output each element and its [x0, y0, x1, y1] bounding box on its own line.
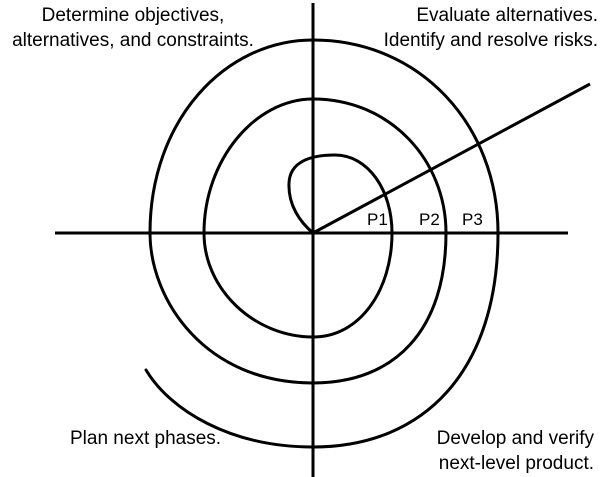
quadrant-label-top-right: Evaluate alternatives. Identify and reso…	[338, 3, 598, 53]
objectives-line-2: alternatives, and constraints.	[12, 30, 254, 51]
diagonal-ray	[312, 82, 591, 235]
phase-label-p2: P2	[419, 210, 440, 229]
plan-line-1: Plan next phases.	[70, 428, 222, 449]
objectives-line-1: Determine objectives,	[41, 5, 225, 26]
develop-line-2: next-level product.	[438, 453, 594, 474]
quadrant-label-top-left: Determine objectives, alternatives, and …	[2, 3, 264, 53]
phase-label-p3: P3	[462, 210, 483, 229]
quadrant-label-bottom-left: Plan next phases.	[70, 426, 221, 451]
spiral-curve	[144, 38, 500, 449]
develop-line-1: Develop and verify	[436, 428, 594, 449]
phase-label-p1: P1	[367, 210, 388, 229]
evaluate-line-1: Evaluate alternatives.	[416, 5, 598, 26]
quadrant-label-bottom-right: Develop and verify next-level product.	[354, 426, 594, 476]
evaluate-line-2: Identify and resolve risks.	[383, 30, 598, 51]
